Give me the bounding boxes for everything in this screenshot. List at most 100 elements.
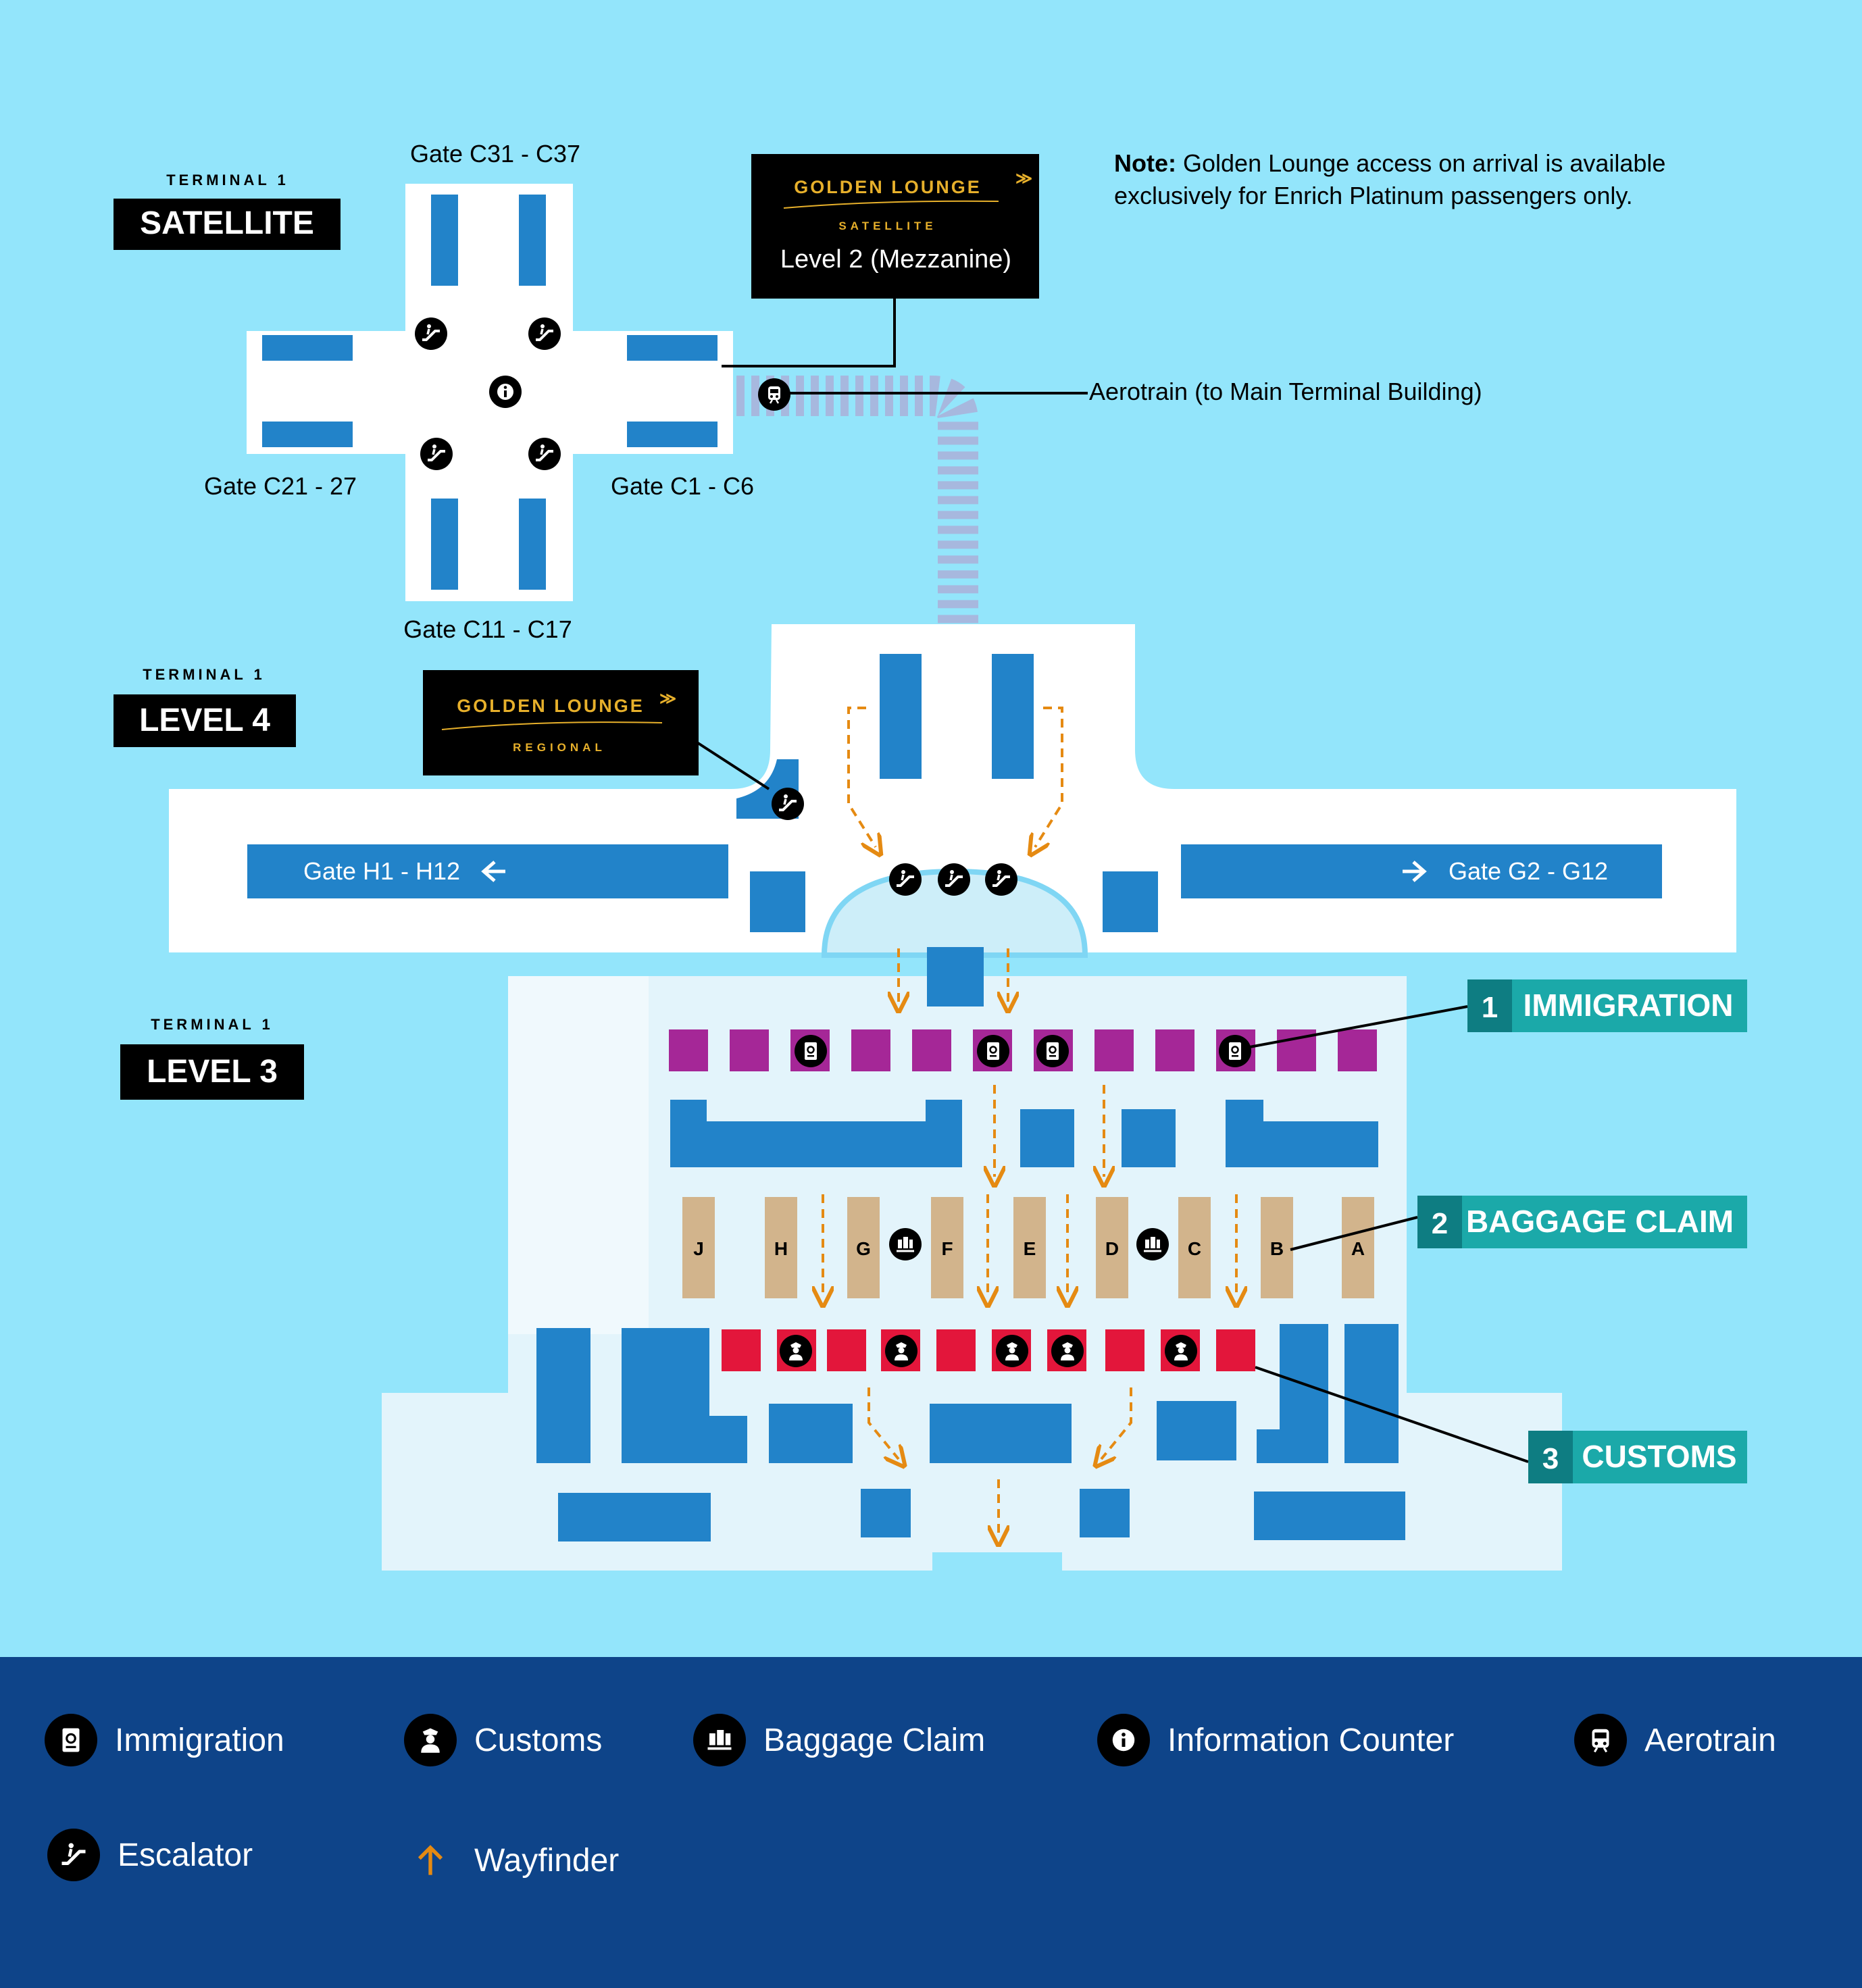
aerotrain-icon bbox=[1574, 1714, 1627, 1766]
satellite-lounge-leader bbox=[722, 299, 896, 367]
legend-label: Information Counter bbox=[1167, 1722, 1455, 1758]
note-text-line2: exclusively for Enrich Platinum passenge… bbox=[1114, 182, 1633, 209]
escalator-icon bbox=[47, 1829, 100, 1881]
gate-block bbox=[262, 422, 353, 447]
baggage-claim-icon bbox=[693, 1714, 746, 1766]
note: Note: Golden Lounge access on arrival is… bbox=[1114, 149, 1665, 209]
escalator-icon bbox=[415, 317, 447, 350]
baggage-claim-icon bbox=[889, 1228, 922, 1260]
gate-direction-arrows bbox=[481, 861, 1427, 882]
legend-label: Aerotrain bbox=[1644, 1722, 1776, 1758]
legend-item-wayfinder: Wayfinder bbox=[404, 1834, 619, 1887]
immigration-leader bbox=[1234, 1005, 1468, 1051]
escalator-icon bbox=[528, 317, 561, 350]
carousel-label: F bbox=[941, 1238, 953, 1259]
baggage-carousel bbox=[1178, 1197, 1211, 1298]
escalator-icon bbox=[528, 438, 561, 470]
map-icons bbox=[415, 317, 1251, 1367]
section-level4: TERMINAL 1 LEVEL 4 bbox=[114, 666, 296, 747]
legend-label: Escalator bbox=[118, 1837, 253, 1873]
lounge-name: GOLDEN LOUNGE bbox=[794, 177, 982, 197]
legend-item-information: Information Counter bbox=[1097, 1714, 1454, 1766]
legend-item-escalator: Escalator bbox=[47, 1829, 253, 1881]
wayfinder-arrow-icon bbox=[404, 1834, 457, 1887]
legend-item-immigration: Immigration bbox=[45, 1714, 284, 1766]
escalator-icon bbox=[420, 438, 453, 470]
block bbox=[1103, 871, 1158, 932]
information-icon bbox=[1097, 1714, 1150, 1766]
section-title: SATELLITE bbox=[140, 205, 314, 241]
callout-immigration: 1 IMMIGRATION bbox=[1467, 979, 1747, 1032]
callout-label: BAGGAGE CLAIM bbox=[1466, 1204, 1734, 1239]
carousel-label: H bbox=[774, 1238, 788, 1259]
block bbox=[1080, 1489, 1130, 1537]
carousel-label: G bbox=[856, 1238, 871, 1259]
block bbox=[927, 947, 984, 1006]
callout-baggage-claim: 2 BAGGAGE CLAIM bbox=[1417, 1196, 1747, 1248]
baggage-claim-icon bbox=[1136, 1228, 1169, 1260]
customs-icon bbox=[404, 1714, 457, 1766]
section-title: LEVEL 4 bbox=[139, 703, 270, 738]
block bbox=[622, 1328, 747, 1463]
immigration-icon bbox=[1219, 1035, 1251, 1067]
legend: Immigration Customs Baggage Claim Inform… bbox=[0, 1657, 1862, 1988]
block bbox=[1157, 1401, 1236, 1460]
carousel-label: D bbox=[1105, 1238, 1119, 1259]
callout-customs: 3 CUSTOMS bbox=[1528, 1431, 1747, 1483]
baggage-carousel bbox=[765, 1197, 797, 1298]
information-icon bbox=[489, 376, 522, 408]
gate-labels: Gate C31 - C37 Gate C21 - 27 Gate C1 - C… bbox=[204, 140, 1608, 885]
carousel-label: J bbox=[693, 1238, 704, 1259]
arrow-right-icon bbox=[1403, 861, 1427, 882]
block bbox=[992, 654, 1034, 779]
golden-lounge-regional-sign: GOLDEN LOUNGE ≫ REGIONAL bbox=[423, 670, 699, 775]
leader-lines bbox=[695, 299, 1529, 1463]
baggage-carousel bbox=[1342, 1197, 1374, 1298]
baggage-carousel bbox=[1013, 1197, 1046, 1298]
gate-block bbox=[519, 499, 546, 590]
customs-icon bbox=[780, 1335, 812, 1367]
regional-lounge-leader bbox=[695, 740, 770, 790]
level4-floor bbox=[169, 624, 1736, 958]
section-eyebrow: TERMINAL 1 bbox=[151, 1016, 274, 1033]
section-eyebrow: TERMINAL 1 bbox=[166, 172, 289, 188]
gate-label: Gate C21 - 27 bbox=[204, 472, 357, 500]
baggage-carousel bbox=[1096, 1197, 1128, 1298]
gate-block bbox=[627, 422, 718, 447]
note-text: Golden Lounge access on arrival is avail… bbox=[1176, 149, 1665, 177]
customs-icon bbox=[885, 1335, 917, 1367]
gate-label: Gate G2 - G12 bbox=[1449, 857, 1608, 885]
lounge-location: Level 2 (Mezzanine) bbox=[780, 245, 1011, 274]
block bbox=[880, 654, 922, 779]
lounge-sub: SATELLITE bbox=[838, 220, 936, 232]
callout-num: 1 bbox=[1482, 991, 1498, 1024]
section-level3: TERMINAL 1 LEVEL 3 bbox=[120, 1016, 304, 1100]
immigration-icon bbox=[977, 1035, 1009, 1067]
gate-label: Gate C11 - C17 bbox=[403, 615, 572, 643]
block bbox=[1344, 1324, 1399, 1463]
block bbox=[1122, 1109, 1176, 1167]
wayfinder-arrow bbox=[847, 707, 876, 847]
block bbox=[861, 1489, 911, 1537]
block bbox=[769, 1404, 853, 1463]
gate-block bbox=[431, 499, 458, 590]
immigration-icon bbox=[1036, 1035, 1069, 1067]
carousel-label: C bbox=[1188, 1238, 1201, 1259]
lounge-logo-icon: ≫ bbox=[659, 690, 676, 708]
gate-block bbox=[262, 335, 353, 361]
wayfinder-arrow bbox=[867, 1387, 899, 1459]
level3-floor bbox=[382, 947, 1562, 1571]
aerotrain-icon bbox=[758, 378, 790, 411]
baggage-carousel bbox=[682, 1197, 715, 1298]
baggage-leader bbox=[1290, 1216, 1418, 1251]
lounge-logo-icon: ≫ bbox=[1015, 170, 1032, 188]
gate-block bbox=[431, 195, 458, 286]
escalator-icon bbox=[772, 788, 804, 820]
callout-num: 2 bbox=[1432, 1207, 1448, 1240]
gate-label: Gate H1 - H12 bbox=[303, 857, 460, 885]
section-satellite: TERMINAL 1 SATELLITE bbox=[114, 172, 341, 250]
callout-label: CUSTOMS bbox=[1582, 1439, 1736, 1474]
escalator-icon bbox=[938, 863, 970, 896]
